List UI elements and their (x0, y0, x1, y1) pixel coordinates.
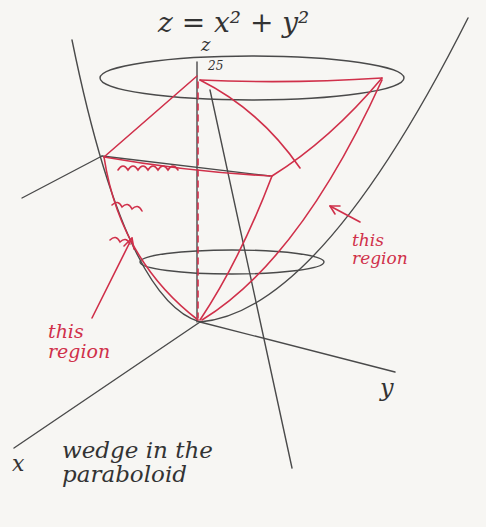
level-curve (140, 250, 324, 274)
x-axis (14, 322, 200, 448)
axis-label: z (201, 36, 210, 55)
equation-title: z = x² + y² (158, 8, 309, 37)
pointer-arrow (330, 206, 360, 222)
guide-line (210, 90, 292, 468)
guide-line (102, 156, 270, 176)
region-note: this region (352, 232, 422, 268)
guide-line (22, 156, 102, 198)
pointer-arrow (92, 238, 132, 318)
axis-label: x (12, 452, 24, 475)
region-note: this region (48, 322, 118, 362)
arrow-head (124, 238, 134, 249)
wedge-side (200, 176, 272, 320)
caption-note: wedge in the paraboloid (62, 438, 252, 486)
axis-label: y (380, 376, 394, 401)
wedge-axis (197, 82, 199, 318)
hatch-scribble (110, 202, 142, 244)
arrow-head (330, 206, 340, 214)
wedge-side (202, 80, 382, 320)
wedge-edge (200, 80, 300, 168)
wedge-side (104, 157, 198, 320)
top-rim (100, 56, 404, 100)
hatch-scribble (118, 166, 178, 170)
wedge-edge (104, 76, 197, 157)
wedge-rim (200, 78, 382, 82)
z-axis (196, 62, 197, 322)
value-label: 25 (208, 60, 223, 73)
paraboloid-outline (72, 18, 468, 322)
y-axis (200, 322, 395, 372)
